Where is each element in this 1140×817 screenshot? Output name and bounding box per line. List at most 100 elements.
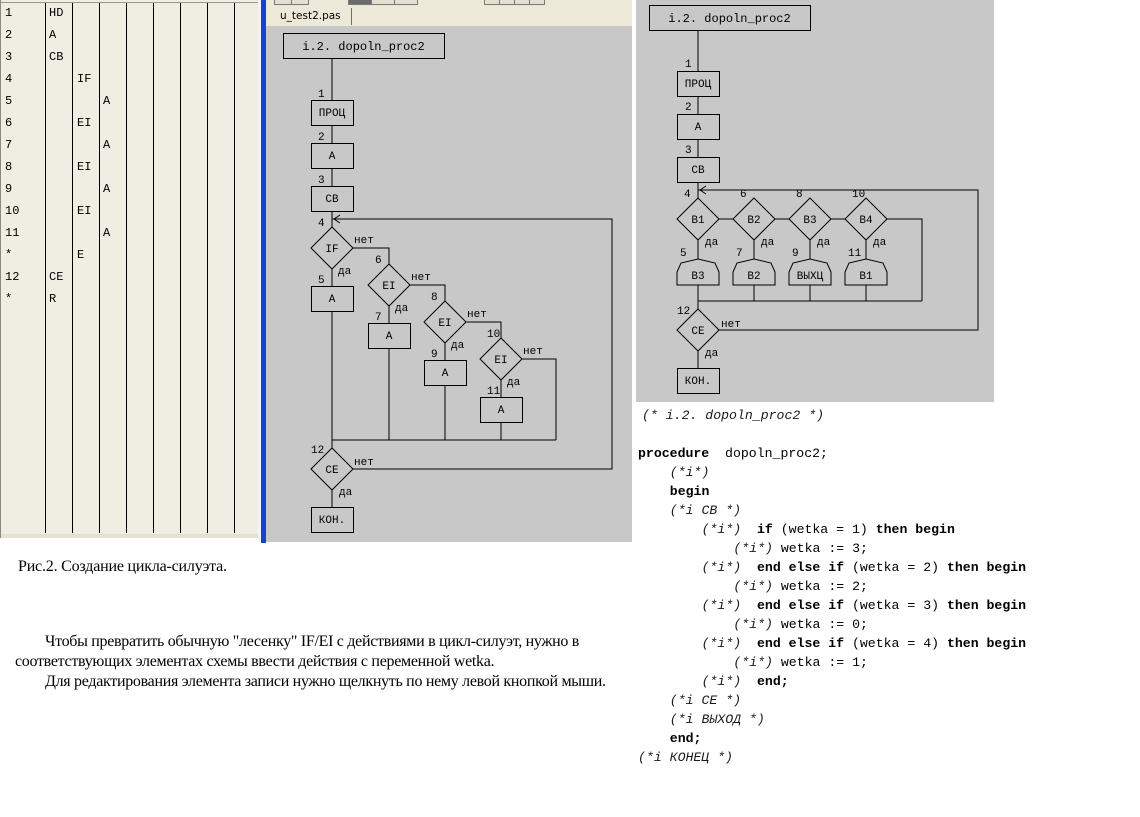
row-number[interactable]: 8: [5, 160, 13, 174]
code-line: end;: [670, 729, 702, 748]
table-column-divider: [207, 3, 208, 533]
toolbar-button[interactable]: [529, 0, 545, 5]
node-number: 8: [431, 292, 438, 304]
node-text: B2: [747, 271, 760, 283]
end-box[interactable]: [677, 368, 720, 394]
node-text: CB: [325, 194, 339, 206]
toolbar-button[interactable]: [499, 0, 515, 5]
code-comment: (*i*): [733, 617, 773, 632]
row-number[interactable]: 5: [5, 94, 13, 108]
table-cell[interactable]: CE: [49, 270, 64, 284]
table-cell[interactable]: A: [103, 226, 111, 240]
code-line: (*i CB *): [670, 501, 741, 520]
toolbar-button[interactable]: [514, 0, 530, 5]
row-number[interactable]: 10: [5, 204, 20, 218]
diagram-title-box[interactable]: [283, 33, 445, 59]
table-cell[interactable]: E: [77, 248, 85, 262]
node-number: 3: [318, 175, 325, 187]
code-text: (wetka = 2): [844, 560, 947, 575]
table-cell[interactable]: A: [103, 182, 111, 196]
node-number: 12: [677, 306, 690, 318]
row-number[interactable]: 9: [5, 182, 13, 196]
row-number[interactable]: 3: [5, 50, 13, 64]
active-panel-border: [261, 0, 266, 543]
diagram-title: i.2. dopoln_proc2: [668, 12, 790, 26]
table-cell[interactable]: A: [103, 94, 111, 108]
code-keyword: end else if: [757, 636, 845, 651]
code-header-comment: (* i.2. dopoln_proc2 *): [642, 408, 825, 423]
code-text: dopoln_proc2;: [709, 446, 828, 461]
node-number: 10: [487, 329, 500, 341]
code-comment: (*i*): [701, 636, 742, 651]
code-text: [741, 674, 757, 689]
row-number[interactable]: 11: [5, 226, 20, 240]
end-box[interactable]: [311, 507, 354, 533]
table-cell[interactable]: EI: [77, 160, 92, 174]
node-number: 8: [796, 189, 803, 201]
branch-assign-box[interactable]: [676, 258, 720, 286]
diagram-title-box[interactable]: [649, 5, 811, 31]
file-tab[interactable]: u_test2.pas: [274, 8, 352, 25]
code-text: wetka := 3;: [772, 541, 868, 556]
row-number[interactable]: 7: [5, 138, 13, 152]
row-number[interactable]: *: [5, 292, 13, 306]
node-number: 4: [318, 218, 325, 230]
table-cell[interactable]: EI: [77, 116, 92, 130]
code-text: [741, 598, 757, 613]
table-cell[interactable]: R: [49, 292, 57, 306]
branch-assign-box[interactable]: [732, 258, 776, 286]
toolbar-button[interactable]: [274, 0, 292, 5]
table-cell[interactable]: IF: [77, 72, 92, 86]
branch-label-yes: да: [705, 237, 719, 249]
table-cell[interactable]: HD: [49, 6, 64, 20]
node-number: 9: [431, 349, 438, 361]
branch-label-no: нет: [354, 457, 374, 469]
toolbar-button[interactable]: [484, 0, 500, 5]
code-line: procedure dopoln_proc2;: [638, 444, 828, 463]
node-text: ПРОЦ: [319, 108, 346, 120]
code-line: (*i*) end else if (wetka = 3) then begin: [702, 596, 1027, 615]
table-cell[interactable]: A: [49, 28, 57, 42]
code-keyword: then begin: [946, 636, 1027, 651]
row-number[interactable]: 1: [5, 6, 13, 20]
panel-splitter[interactable]: [258, 0, 262, 540]
code-text: (wetka = 3): [844, 598, 947, 613]
node-number: 1: [685, 59, 692, 71]
row-number[interactable]: 4: [5, 72, 13, 86]
explanation-text: Чтобы превратить обычную "лесенку" IF/EI…: [15, 632, 643, 692]
code-comment: (*i*): [733, 579, 773, 594]
table-cell[interactable]: A: [103, 138, 111, 152]
row-number[interactable]: 2: [5, 28, 13, 42]
code-line: begin: [670, 482, 710, 501]
branch-assign-box[interactable]: [788, 258, 832, 286]
figure-caption: Рис.2. Создание цикла-силуэта.: [18, 558, 227, 575]
toolbar-button[interactable]: [371, 0, 395, 5]
code-text: (wetka = 1): [772, 522, 876, 537]
connector-line: [887, 218, 923, 301]
code-text: wetka := 2;: [772, 579, 868, 594]
node-text: A: [329, 294, 336, 306]
code-comment: (*i*): [669, 465, 710, 480]
code-line: (*i*) wetka := 3;: [733, 539, 868, 558]
toolbar-button-pressed[interactable]: [348, 0, 372, 5]
toolbar-button[interactable]: [394, 0, 418, 5]
table-cell[interactable]: EI: [77, 204, 92, 218]
node-text: B2: [747, 215, 760, 227]
table-cell[interactable]: CB: [49, 50, 64, 64]
code-keyword: end;: [757, 674, 789, 689]
code-keyword: if: [757, 522, 773, 537]
code-line: (*i ВЫХОД *): [670, 710, 765, 729]
node-number: 7: [375, 312, 382, 324]
branch-assign-box[interactable]: [844, 258, 888, 286]
branch-label-no: нет: [467, 309, 487, 321]
row-number[interactable]: 6: [5, 116, 13, 130]
code-text: wetka := 1;: [772, 655, 868, 670]
row-number[interactable]: *: [5, 248, 13, 262]
row-number[interactable]: 12: [5, 270, 20, 284]
toolbar-button[interactable]: [291, 0, 309, 5]
code-comment: (*i*): [701, 674, 742, 689]
file-tab-strip: u_test2.pas: [266, 6, 632, 27]
